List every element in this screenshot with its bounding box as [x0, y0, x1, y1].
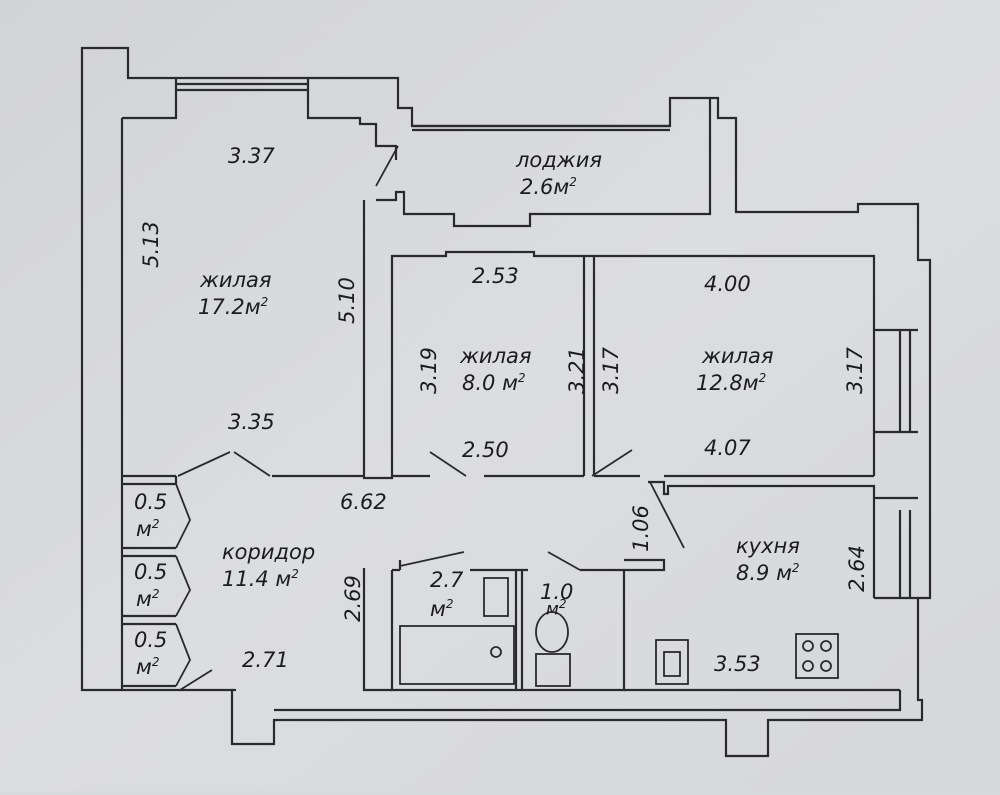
bedroom2-dim-left: 3.19: [416, 347, 441, 394]
kitchen-name: кухня: [736, 534, 800, 558]
bedroom2-dim-right: 3.21: [564, 347, 589, 394]
closet3-unit: м2: [136, 655, 160, 679]
door-swings: [175, 145, 685, 691]
stove-burner: [802, 660, 814, 672]
corridor-dim-right: 2.69: [340, 575, 365, 622]
bedroom3-name: жилая: [702, 344, 774, 368]
stove-burner: [802, 640, 814, 652]
closet1-area: 0.5: [134, 490, 168, 514]
closet2-area: 0.5: [134, 560, 168, 584]
closet1-unit: м2: [136, 517, 160, 541]
closet3-area: 0.5: [134, 628, 168, 652]
fridge: [655, 639, 689, 685]
closet2-unit: м2: [136, 587, 160, 611]
stove-burner: [820, 640, 832, 652]
corridor-door-dim: 1.06: [628, 505, 653, 552]
bedroom1-dim-top: 3.37: [228, 144, 275, 168]
bedroom3-dim-bottom: 4.07: [704, 436, 751, 460]
loggia-area: 2.6м2: [520, 175, 577, 199]
toilet-unit: м2: [546, 597, 567, 620]
bedroom3-dim-top: 4.00: [704, 272, 751, 296]
bedroom2-dim-top: 2.53: [472, 264, 519, 288]
bedroom2-name: жилая: [460, 344, 532, 368]
kitchen-area: 8.9 м2: [736, 561, 800, 585]
toilet-base: [535, 653, 571, 687]
toilet-bowl: [535, 611, 569, 653]
toilet-area: 1.0: [540, 580, 574, 604]
bedroom1-dim-right: 5.10: [334, 277, 359, 324]
corridor-name: коридор: [222, 540, 316, 564]
stove: [795, 633, 839, 679]
fridge-inner: [663, 651, 681, 677]
bedroom1-dim-left: 5.13: [138, 221, 163, 268]
bathroom-area: 2.7: [430, 568, 464, 592]
corridor-dim-top: 6.62: [340, 490, 387, 514]
outer-wall: [80, 46, 932, 758]
kitchen-dim-bottom: 3.53: [714, 652, 761, 676]
bedroom3-dim-right: 3.17: [842, 347, 867, 394]
walls: [80, 46, 932, 758]
bedroom3-area: 12.8м2: [696, 371, 767, 395]
bedroom1-dim-bottom: 3.35: [228, 410, 275, 434]
corridor-area: 11.4 м2: [222, 567, 299, 591]
bedroom1-area: 17.2м2: [198, 295, 269, 319]
bathtub: [399, 625, 515, 685]
bedroom2-area: 8.0 м2: [462, 371, 526, 395]
bathtub-drain: [490, 646, 502, 658]
kitchen-dim-right: 2.64: [844, 545, 869, 592]
stove-burner: [820, 660, 832, 672]
loggia-name: лоджия: [516, 148, 602, 172]
bedroom1-name: жилая: [200, 268, 272, 292]
sink: [483, 577, 509, 617]
corridor-dim-bottom: 2.71: [242, 648, 289, 672]
fixtures: [399, 577, 839, 687]
bedroom2-dim-bottom: 2.50: [462, 438, 509, 462]
bathroom-unit: м2: [430, 597, 454, 621]
bedroom3-dim-left: 3.17: [598, 347, 623, 394]
